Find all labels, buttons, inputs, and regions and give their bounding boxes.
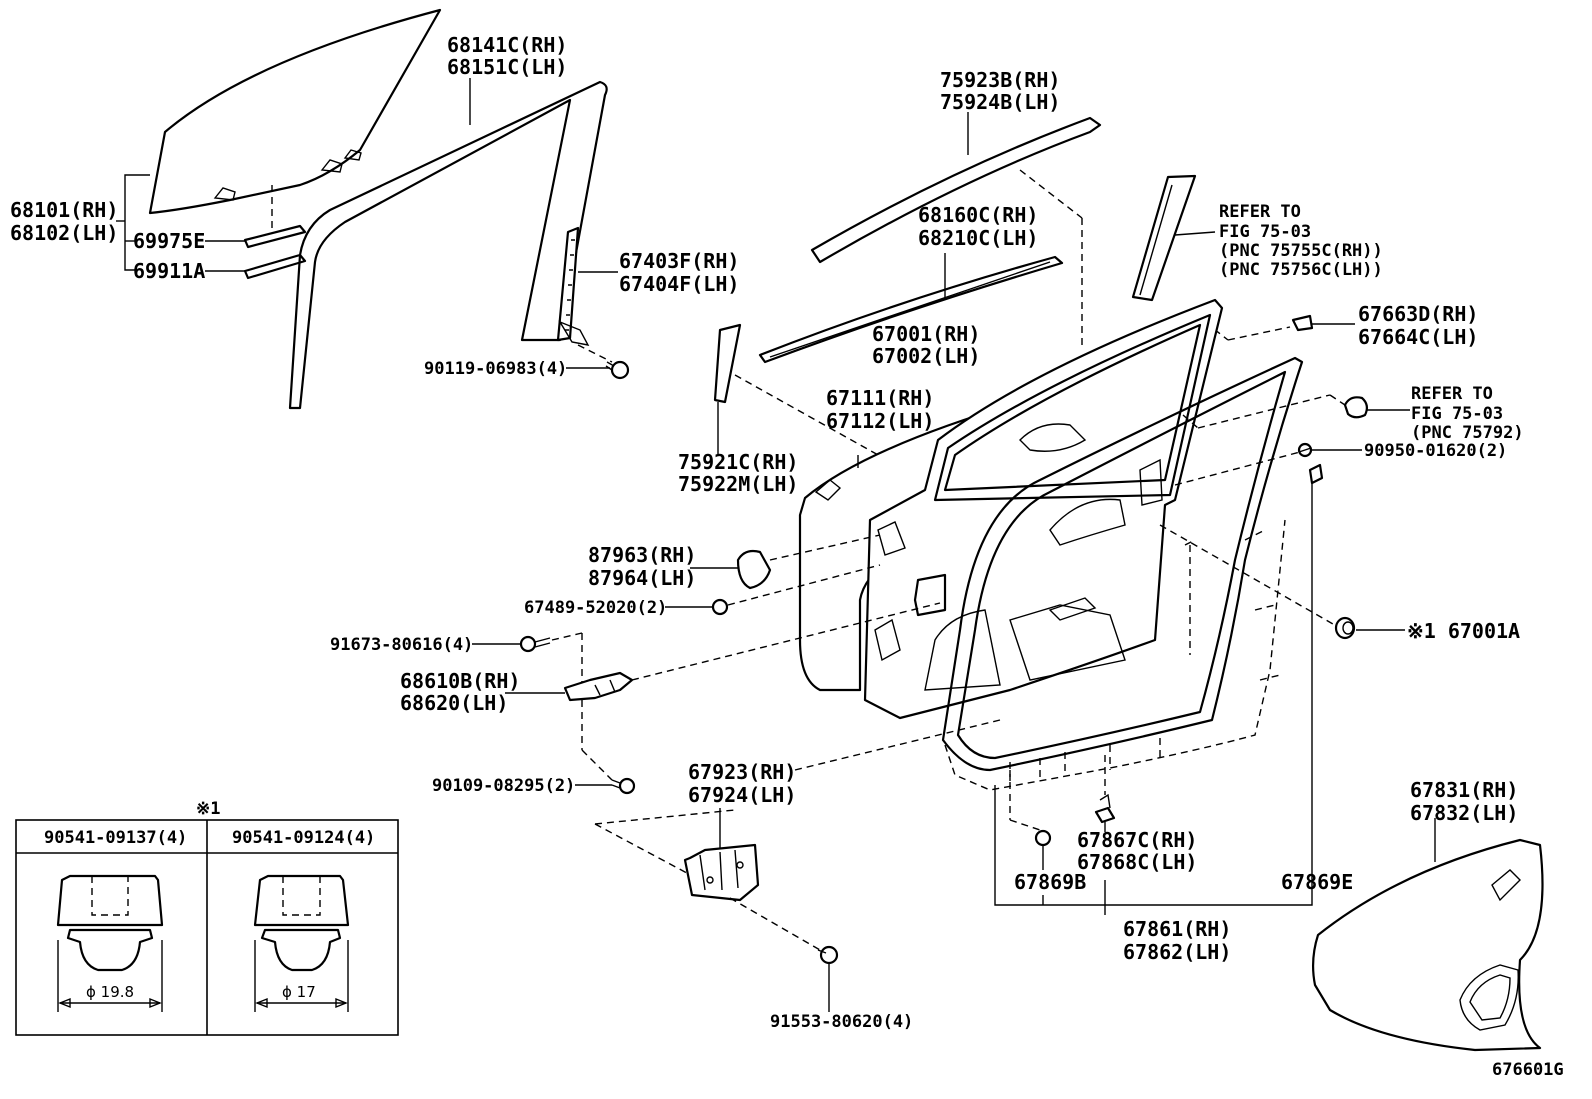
label-68102: 68102(LH) — [10, 221, 118, 245]
label-67001a: ※1 67001A — [1407, 619, 1520, 643]
label-ref1-a: REFER TO — [1219, 202, 1301, 222]
label-67001: 67001(RH) — [872, 322, 980, 346]
label-68610b: 68610B(RH) — [400, 669, 520, 693]
label-67002: 67002(LH) — [872, 344, 980, 368]
label-68160c: 68160C(RH) — [918, 203, 1038, 227]
clip-67867c — [1094, 793, 1116, 824]
label-67112: 67112(LH) — [826, 409, 934, 433]
label-68141c: 68141C(RH) — [447, 33, 567, 57]
bolt-90109 — [611, 777, 636, 795]
glass-run-channel — [288, 80, 608, 410]
door-glass-drawing — [148, 8, 442, 215]
label-ref2-c: (PNC 75792) — [1411, 423, 1524, 443]
label-90119: 90119-06983(4) — [424, 359, 567, 379]
label-67869b: 67869B — [1014, 870, 1086, 894]
inset-col1-header: 90541-09137(4) — [44, 828, 187, 848]
fastener-inset-table: ※1 90541-09137(4) 90541-09124(4) ϕ 19.8 … — [15, 799, 399, 1036]
label-67831: 67831(RH) — [1410, 778, 1518, 802]
label-ref1-b: FIG 75-03 — [1219, 222, 1311, 242]
inset-col2-dim: ϕ 17 — [282, 983, 316, 1001]
belt-molding-75923b — [810, 116, 1102, 264]
label-67924: 67924(LH) — [688, 783, 796, 807]
label-87963: 87963(RH) — [588, 543, 696, 567]
label-67403f: 67403F(RH) — [619, 249, 739, 273]
figure-code: 676601G — [1492, 1060, 1564, 1080]
label-ref2-b: FIG 75-03 — [1411, 404, 1503, 424]
clip-67869b — [1034, 829, 1052, 847]
label-91673: 91673-80616(4) — [330, 635, 473, 655]
grommet-67001a — [1334, 616, 1356, 640]
label-67867c: 67867C(RH) — [1077, 828, 1197, 852]
label-69975e: 69975E — [133, 229, 205, 253]
label-67664c: 67664C(LH) — [1358, 325, 1478, 349]
label-90950: 90950-01620(2) — [1364, 441, 1507, 461]
label-ref1-c: (PNC 75755C(RH)) — [1219, 241, 1383, 261]
label-68151c: 68151C(LH) — [447, 55, 567, 79]
label-75923b: 75923B(RH) — [940, 68, 1060, 92]
handle-cap-87963 — [736, 549, 772, 590]
label-67868c: 67868C(LH) — [1077, 850, 1197, 874]
division-bar-seal — [556, 226, 590, 346]
bolt-91553 — [817, 945, 839, 965]
door-check-68610b — [563, 671, 634, 702]
label-67861: 67861(RH) — [1123, 917, 1231, 941]
frame-molding-75921c — [713, 323, 742, 404]
label-ref1-d: (PNC 75756C(LH)) — [1219, 260, 1383, 280]
label-67869e: 67869E — [1281, 870, 1353, 894]
label-67489: 67489-52020(2) — [524, 598, 667, 618]
label-75922m: 75922M(LH) — [678, 472, 798, 496]
label-68210c: 68210C(LH) — [918, 226, 1038, 250]
label-75921c: 75921C(RH) — [678, 450, 798, 474]
inset-marker: ※1 — [196, 799, 220, 819]
nut-67489 — [711, 598, 729, 616]
label-68101: 68101(RH) — [10, 198, 118, 222]
fastener-90541-09137-drawing — [56, 874, 164, 1012]
label-ref2-a: REFER TO — [1411, 384, 1493, 404]
door-inner-frame — [863, 298, 1224, 720]
clip-90950 — [1297, 442, 1313, 458]
label-68620: 68620(LH) — [400, 691, 508, 715]
label-91553: 91553-80620(4) — [770, 1012, 913, 1032]
label-67862: 67862(LH) — [1123, 940, 1231, 964]
cap-ref-75792 — [1343, 396, 1369, 419]
clip-67869e — [1308, 463, 1324, 485]
bolt-91673 — [519, 635, 551, 653]
inset-col2-header: 90541-09124(4) — [232, 828, 375, 848]
label-67404f: 67404F(LH) — [619, 272, 739, 296]
bolt-90119 — [605, 360, 630, 380]
weatherstrip-69975e — [243, 224, 307, 249]
label-67111: 67111(RH) — [826, 386, 934, 410]
belt-weatherstrip-68160c — [758, 255, 1064, 364]
label-67923: 67923(RH) — [688, 760, 796, 784]
weatherstrip-69911a — [243, 253, 307, 280]
label-87964: 87964(LH) — [588, 566, 696, 590]
label-67663d: 67663D(RH) — [1358, 302, 1478, 326]
label-67832: 67832(LH) — [1410, 801, 1518, 825]
pillar-garnish-ref — [1131, 174, 1197, 302]
inset-col1-dim: ϕ 19.8 — [86, 983, 134, 1001]
service-hole-cover — [1311, 838, 1544, 1052]
hinge-67923 — [683, 843, 760, 902]
part-labels: 68141C(RH) 68151C(LH) 68101(RH) 68102(LH… — [10, 33, 1564, 1080]
label-75924b: 75924B(LH) — [940, 90, 1060, 114]
label-69911a: 69911A — [133, 259, 205, 283]
clip-67663d — [1291, 314, 1314, 332]
fastener-90541-09124-drawing — [253, 874, 350, 1012]
label-90109: 90109-08295(2) — [432, 776, 575, 796]
